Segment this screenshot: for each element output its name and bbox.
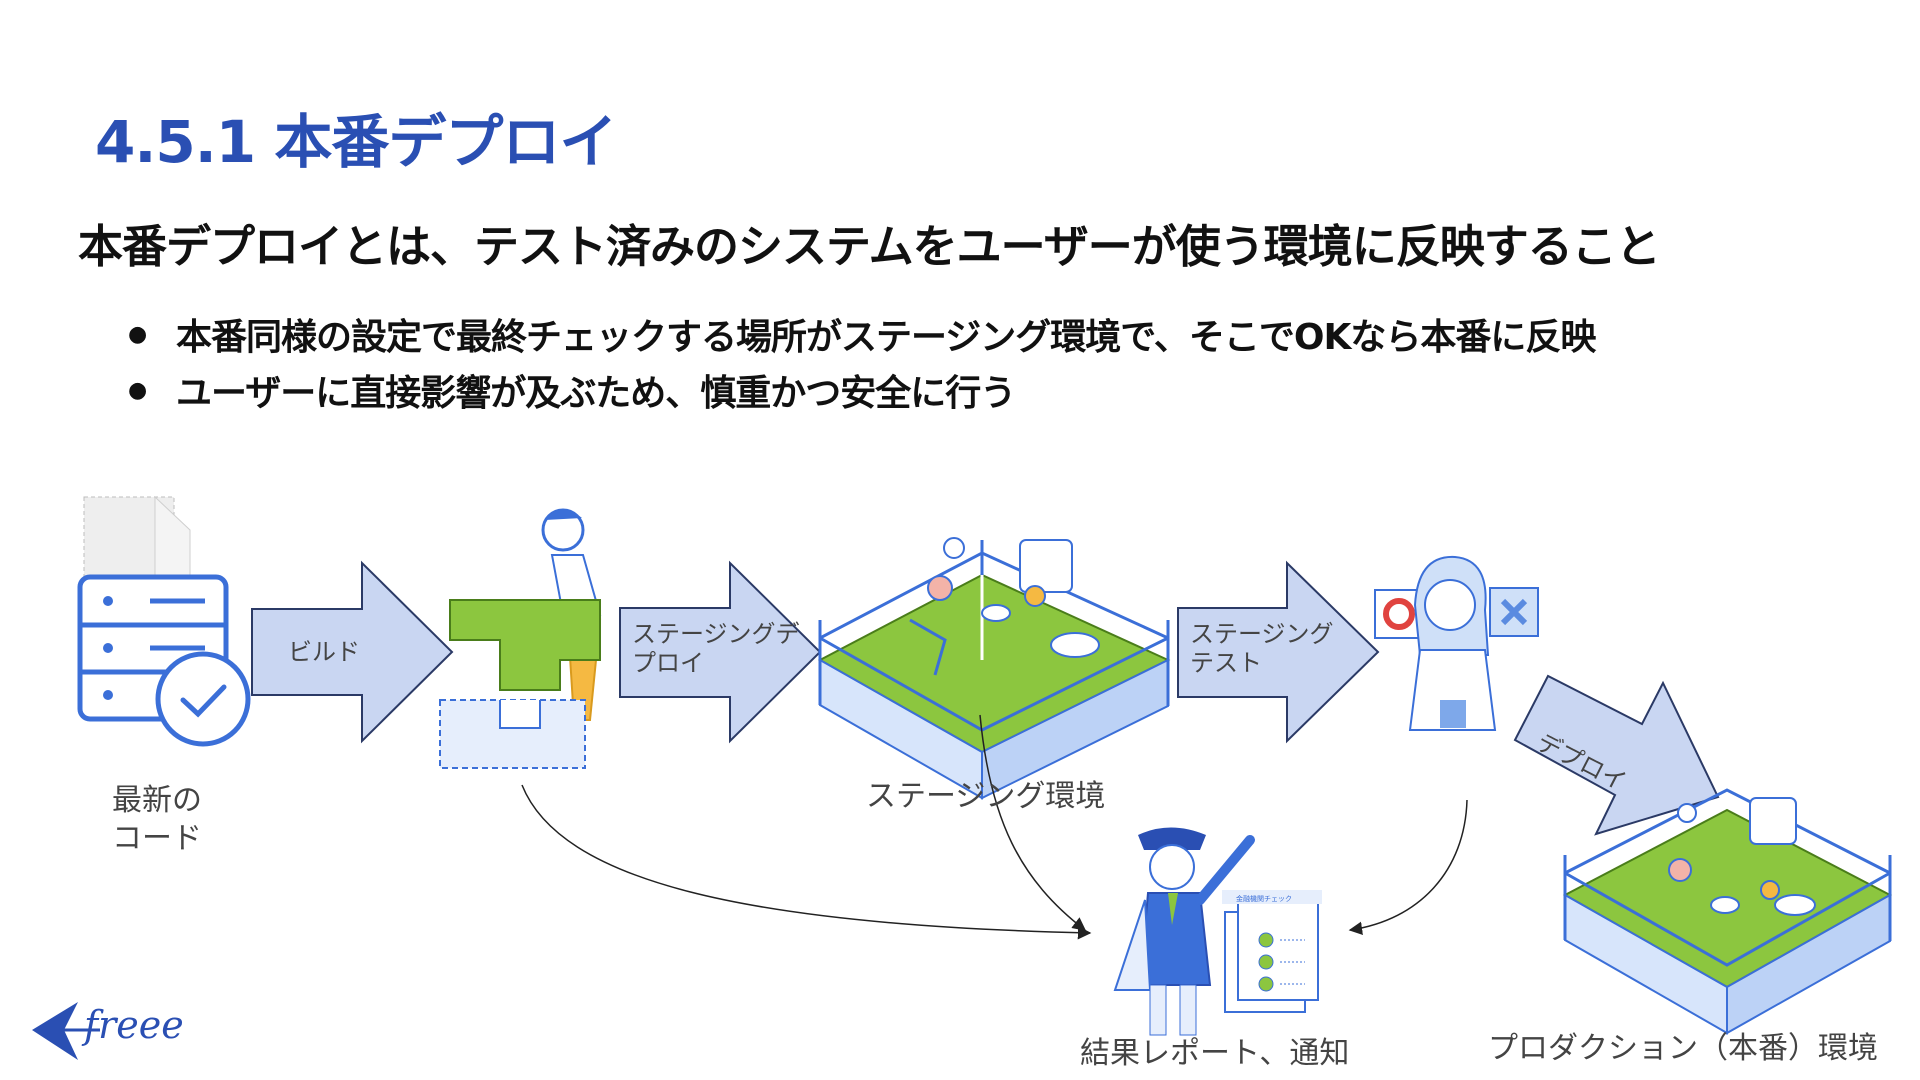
report-document-title: 金融機関チェック	[1236, 894, 1292, 903]
build-to-report-connector	[521, 784, 1092, 940]
builder-person-icon	[439, 508, 602, 769]
headline: 本番デプロイとは、テスト済みのシステムをユーザーが使う環境に反映すること	[78, 220, 1661, 273]
bullet-text: ユーザーに直接影響が及ぶため、慎重かつ安全に行う	[176, 373, 1016, 414]
bullet-item: ● ユーザーに直接影響が及ぶため、慎重かつ安全に行う	[128, 362, 1595, 418]
page-title: 4.5.1 本番デプロイ	[95, 108, 617, 176]
freee-logo-icon	[32, 1002, 100, 1060]
staging-environment-icon	[817, 537, 1171, 800]
staging-deploy-arrow	[619, 560, 822, 744]
staging-test-arrow	[1177, 560, 1380, 744]
staging-test-label-line: テスト	[1190, 648, 1262, 677]
staging-to-report-connector	[979, 714, 1087, 931]
report-label: 結果レポート、通知	[1080, 1036, 1350, 1071]
staging-test-label-line: ステージング	[1190, 620, 1334, 648]
latest-code-label-line: コード	[112, 820, 202, 856]
staging-environment-label: ステージング環境	[866, 779, 1106, 814]
bullet-dot-icon: ●	[128, 321, 147, 347]
report-officer-icon	[1113, 827, 1255, 1036]
bullet-dot-icon: ●	[128, 377, 147, 403]
production-environment-label: プロダクション（本番）環境	[1488, 1031, 1878, 1066]
report-document-icon: 金融機関チェック	[1222, 890, 1322, 1013]
freee-logo-text: freee	[84, 1003, 184, 1047]
build-arrow	[251, 560, 454, 744]
bullet-list: ● 本番同様の設定で最終チェックする場所がステージング環境で、そこでOKなら本番に…	[128, 306, 1596, 418]
deploy-arrow	[1513, 674, 1720, 836]
production-environment-icon	[1562, 788, 1893, 1035]
test-to-report-connector	[1348, 799, 1468, 935]
latest-code-label: 最新の コード	[112, 782, 202, 857]
staging-deploy-label: ステージングデ プロイ	[632, 620, 800, 678]
staging-test-label: ステージング テスト	[1190, 620, 1334, 678]
staging-deploy-label-line: プロイ	[632, 648, 704, 677]
bullet-item: ● 本番同様の設定で最終チェックする場所がステージング環境で、そこでOKなら本番に…	[128, 306, 1596, 362]
server-check-icon	[77, 495, 251, 747]
bullet-text: 本番同様の設定で最終チェックする場所がステージング環境で、そこでOKなら本番に反…	[176, 317, 1596, 358]
tester-person-icon	[1374, 555, 1539, 731]
latest-code-label-line: 最新の	[112, 783, 202, 818]
staging-deploy-label-line: ステージングデ	[632, 620, 800, 648]
build-label: ビルド	[288, 638, 360, 666]
